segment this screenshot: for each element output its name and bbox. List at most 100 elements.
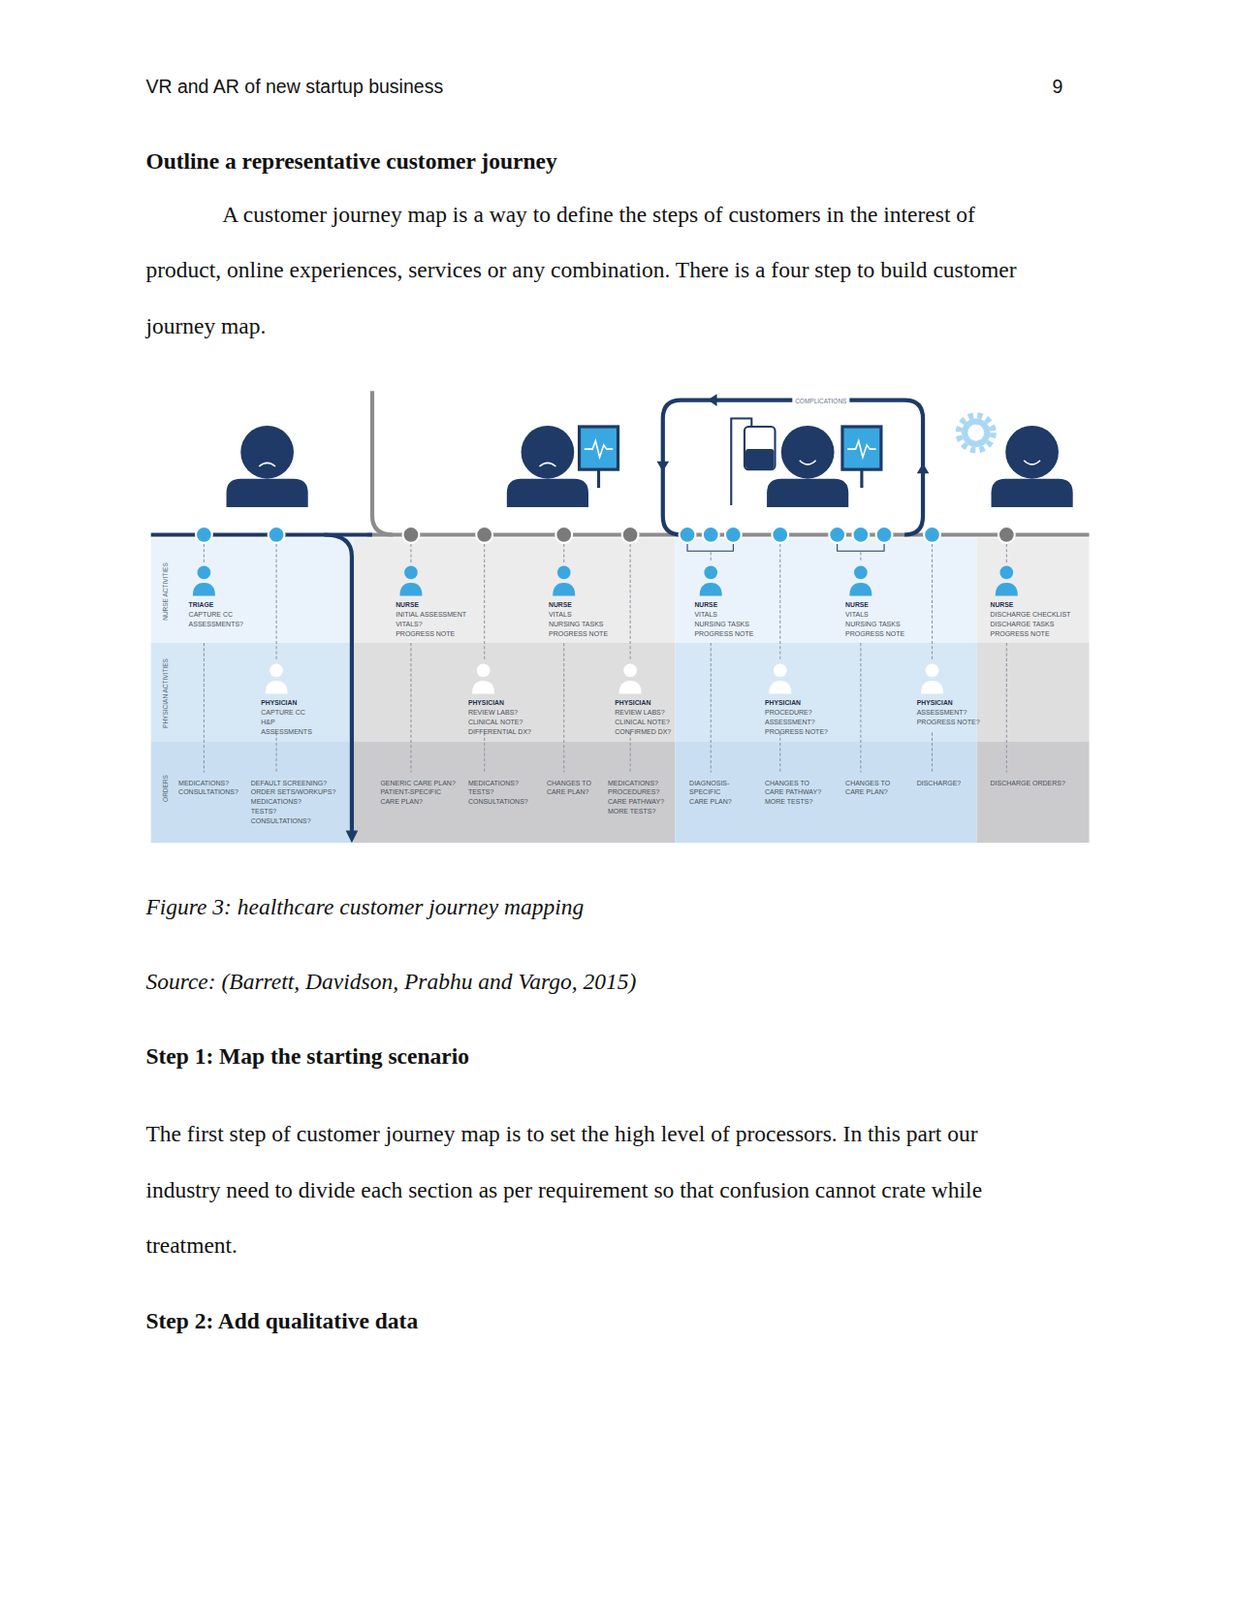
text-line: PROCEDURES? [607, 787, 665, 797]
activity-text: DISCHARGE CHECKLIST DISCHARGE TASKS PROG… [990, 609, 1072, 638]
text-line: PROGRESS NOTE [845, 629, 905, 639]
text-line: industry need to divide each section as … [145, 1162, 983, 1218]
text-line: REVIEW LABS? [614, 707, 671, 718]
activity-text: INITIAL ASSESSMENT VITALS? PROGRESS NOTE [395, 609, 467, 638]
text-line: CAPTURE CC [189, 609, 244, 620]
row-label: ORDERS [161, 774, 169, 802]
row-label: NURSE ACTIVITIES [161, 562, 169, 621]
text-line: CONFIRMED DX? [614, 727, 671, 737]
role-heading: TRIAGE [189, 600, 215, 610]
role-heading: NURSE [694, 600, 718, 610]
text-line: NURSING TASKS [548, 619, 608, 630]
text-line: The first step of customer journey map i… [145, 1106, 983, 1162]
text-line: PATIENT-SPECIFIC [380, 787, 455, 797]
activity-text: CHANGES TO CARE PLAN? [845, 778, 890, 798]
text-line: CONSULTATIONS? [468, 796, 529, 807]
activity-text: CAPTURE CC H&P ASSESSMENTS [260, 707, 313, 736]
activity-text: REVIEW LABS? CLINICAL NOTE? CONFIRMED DX… [614, 707, 671, 736]
text-line: TESTS? [468, 787, 529, 797]
text-line: DEFAULT SCREENING? [251, 778, 337, 789]
text-line: MEDICATIONS? [251, 796, 337, 807]
text-line: PROGRESS NOTE? [764, 727, 828, 737]
activity-text: VITALS NURSING TASKS PROGRESS NOTE [845, 609, 905, 638]
text-line: TESTS? [251, 806, 337, 817]
role-heading: PHYSICIAN [764, 697, 801, 708]
role-heading: NURSE [990, 600, 1015, 610]
text-line: INITIAL ASSESSMENT [395, 609, 467, 620]
text-line: PROGRESS NOTE [990, 629, 1072, 639]
text-line: DISCHARGE CHECKLIST [990, 609, 1072, 620]
activity-text: VITALS NURSING TASKS PROGRESS NOTE [694, 609, 754, 638]
role-heading: PHYSICIAN [917, 697, 953, 708]
text-line: ASSESSMENT? [764, 717, 828, 728]
activity-text: MEDICATIONS? CONSULTATIONS? [178, 778, 239, 798]
text-line: ORDER SETS/WORKUPS? [251, 787, 337, 797]
text-line: CLINICAL NOTE? [614, 717, 671, 728]
text-line: CARE PLAN? [380, 796, 455, 807]
text-line: product, online experiences, services or… [145, 242, 1016, 298]
text-line: MORE TESTS? [607, 806, 665, 817]
text-line: journey map. [145, 298, 1016, 354]
text-line: ASSESSMENTS [260, 727, 313, 737]
activity-text: DISCHARGE? [917, 778, 962, 789]
activity-text: DIAGNOSIS- SPECIFIC CARE PLAN? [689, 778, 732, 807]
section-heading: Outline a representative customer journe… [145, 148, 557, 175]
text-line: NURSING TASKS [845, 619, 905, 630]
role-heading: NURSE [845, 600, 869, 610]
row-label: PHYSICIAN ACTIVITIES [161, 658, 169, 729]
activity-text: ASSESSMENT? PROGRESS NOTE? [917, 707, 981, 728]
text-line: CAPTURE CC [260, 707, 313, 718]
text-line: CARE PLAN? [845, 787, 890, 797]
text-line: MEDICATIONS? [607, 778, 665, 789]
text-line: PROGRESS NOTE [548, 629, 608, 639]
running-header: VR and AR of new startup business [145, 75, 444, 98]
text-line: VITALS [694, 609, 754, 620]
activity-text: CHANGES TO CARE PATHWAY? MORE TESTS? [764, 778, 822, 807]
text-line: CARE PATHWAY? [607, 796, 665, 807]
text-line: PROGRESS NOTE [694, 629, 754, 639]
text-line: MORE TESTS? [764, 796, 822, 807]
activity-text: MEDICATIONS? TESTS? CONSULTATIONS? [468, 778, 529, 807]
text-line: CARE PATHWAY? [764, 787, 822, 797]
body-paragraph: The first step of customer journey map i… [145, 1106, 983, 1273]
text-line: treatment. [145, 1217, 983, 1273]
activity-text: VITALS NURSING TASKS PROGRESS NOTE [548, 609, 608, 638]
role-heading: PHYSICIAN [260, 697, 297, 708]
text-line: GENERIC CARE PLAN? [380, 778, 455, 789]
text-line: CONSULTATIONS? [178, 787, 239, 797]
text-line: H&P [260, 717, 313, 728]
text-line: MEDICATIONS? [468, 778, 529, 789]
text-line: CHANGES TO [546, 778, 592, 789]
section-heading: Step 2: Add qualitative data [145, 1307, 418, 1334]
text-line: CHANGES TO [764, 778, 822, 789]
loop-label: COMPLICATIONS [792, 397, 850, 405]
text-line: VITALS [548, 609, 608, 620]
text-line: CARE PLAN? [689, 796, 732, 807]
text-line: PROCEDURE? [764, 707, 828, 718]
text-line: CONSULTATIONS? [251, 816, 337, 826]
activity-text: PROCEDURE? ASSESSMENT? PROGRESS NOTE? [764, 707, 828, 736]
figure-caption: Figure 3: healthcare customer journey ma… [145, 893, 584, 920]
body-paragraph: A customer journey map is a way to defin… [145, 187, 1016, 354]
activity-text: CAPTURE CC ASSESSMENTS? [189, 609, 244, 630]
text-line: REVIEW LABS? [468, 707, 532, 718]
text-line: SPECIFIC [689, 787, 732, 797]
text-line: VITALS? [395, 619, 467, 630]
activity-text: GENERIC CARE PLAN? PATIENT-SPECIFIC CARE… [380, 778, 455, 807]
figure-caption: Source: (Barrett, Davidson, Prabhu and V… [145, 968, 636, 995]
text-line: CARE PLAN? [546, 787, 592, 797]
activity-text: DISCHARGE ORDERS? [990, 778, 1066, 789]
role-heading: PHYSICIAN [614, 697, 651, 708]
running-header: 9 [1052, 75, 1064, 98]
text-line: MEDICATIONS? [178, 778, 239, 789]
text-line: ASSESSMENT? [917, 707, 981, 718]
text-line: VITALS [845, 609, 905, 620]
activity-text: MEDICATIONS? PROCEDURES? CARE PATHWAY? M… [607, 778, 665, 817]
text-line: PROGRESS NOTE? [917, 717, 981, 728]
activity-text: CHANGES TO CARE PLAN? [546, 778, 592, 798]
text-line: CLINICAL NOTE? [468, 717, 532, 728]
text-line: PROGRESS NOTE [395, 629, 467, 639]
text-line: CHANGES TO [845, 778, 890, 789]
text-line: DISCHARGE TASKS [990, 619, 1072, 630]
activity-text: DEFAULT SCREENING? ORDER SETS/WORKUPS? M… [251, 778, 337, 826]
